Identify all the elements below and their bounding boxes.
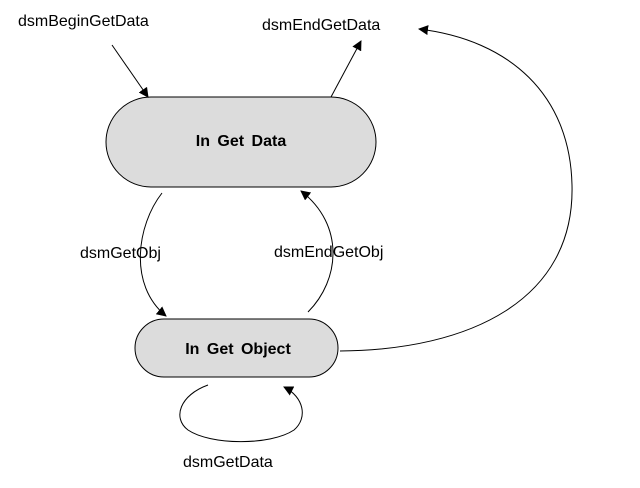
edge-end-get-data: [330, 40, 362, 98]
state-in-get-data[interactable]: In Get Data: [105, 96, 377, 188]
label-begin-get-data: dsmBeginGetData: [18, 13, 149, 30]
state-in-get-object[interactable]: In Get Object: [134, 318, 339, 378]
edge-end-get-obj: [300, 190, 334, 313]
label-get-obj: dsmGetObj: [80, 245, 161, 262]
state-in-get-object-shape: [134, 318, 339, 378]
label-end-get-data: dsmEndGetData: [262, 17, 380, 34]
state-in-get-data-label: In Get Data: [196, 133, 287, 150]
edge-get-data-self-loop: [179, 384, 303, 443]
edge-begin-get-data: [111, 44, 149, 98]
label-get-data: dsmGetData: [183, 454, 273, 471]
edge-end-get-data-from-object: [339, 25, 573, 352]
state-in-get-data-shape: [105, 96, 377, 188]
label-end-get-obj: dsmEndGetObj: [274, 244, 383, 261]
state-in-get-object-label: In Get Object: [185, 341, 291, 358]
edge-get-obj: [139, 192, 167, 317]
